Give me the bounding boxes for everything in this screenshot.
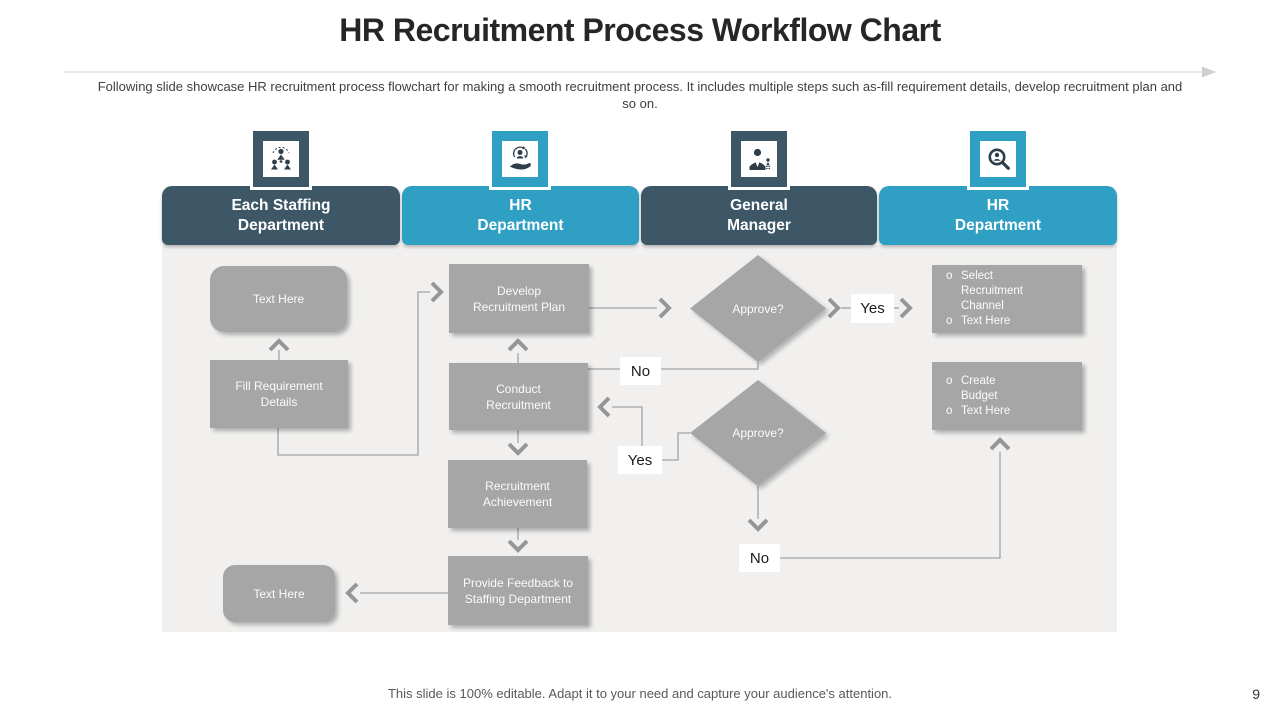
icon-tile-3 <box>728 128 790 190</box>
decision-diamond-approve-1: Approve? <box>690 255 826 362</box>
manager-icon <box>749 148 770 170</box>
column-header-label: Each Staffing <box>231 196 331 214</box>
connector-label-no-top: No <box>620 357 661 385</box>
column-header-label: General <box>730 196 788 214</box>
flow-box-fill-requirement-details: Fill Requirement Details <box>210 360 348 428</box>
column-header-hr-department-1: HR Department <box>402 186 639 245</box>
column-header-label: Department <box>954 216 1042 234</box>
connector-label-yes-top: Yes <box>851 294 894 323</box>
column-header-label: Department <box>237 216 325 234</box>
slide-subtitle: Following slide showcase HR recruitment … <box>97 79 1183 111</box>
flow-box-text-here-top: Text Here <box>210 266 347 332</box>
connector-label-yes-mid: Yes <box>618 446 662 474</box>
column-header-label: Department <box>477 216 564 234</box>
column-header-label: HR <box>986 196 1010 214</box>
bullet-item: o Text Here <box>946 315 1011 327</box>
bullet-item: o Create Budget <box>946 374 998 402</box>
team-hierarchy-icon <box>271 146 291 170</box>
icon-tile-2 <box>489 128 551 190</box>
footer-note: This slide is 100% editable. Adapt it to… <box>387 686 893 701</box>
bullet-item: o Select Recruitment Channel <box>946 270 1023 312</box>
flow-box-create-budget: o Create Budget o Text Here <box>932 362 1082 430</box>
column-header-hr-department-2: HR Department <box>879 186 1117 245</box>
page-number: 9 <box>1252 686 1260 702</box>
page-title: HR Recruitment Process Workflow Chart <box>339 12 941 48</box>
flow-box-select-recruitment-channel: o Select Recruitment Channel o Text Here <box>932 265 1082 333</box>
column-header-general-manager: General Manager <box>641 186 877 245</box>
flow-box-develop-recruitment-plan: Develop Recruitment Plan <box>449 264 589 333</box>
bullet-item: o Text Here <box>946 404 1011 417</box>
icon-tile-1 <box>250 128 312 190</box>
column-header-label: HR <box>509 196 532 214</box>
flow-box-recruitment-achievement: Recruitment Achievement <box>448 460 587 528</box>
person-search-icon <box>988 148 1010 170</box>
icon-tile-4 <box>967 128 1029 190</box>
decision-diamond-approve-2: Approve? <box>690 380 826 486</box>
connector-label-no-bottom: No <box>739 544 780 572</box>
hand-holding-person-icon <box>510 146 531 170</box>
column-header-label: Manager <box>727 216 791 234</box>
flow-box-provide-feedback: Provide Feedback to Staffing Department <box>448 556 588 625</box>
column-header-each-staffing-department: Each Staffing Department <box>162 186 400 245</box>
flow-box-text-here-bottom: Text Here <box>223 565 335 622</box>
flow-box-conduct-recruitment: Conduct Recruitment <box>449 363 588 430</box>
